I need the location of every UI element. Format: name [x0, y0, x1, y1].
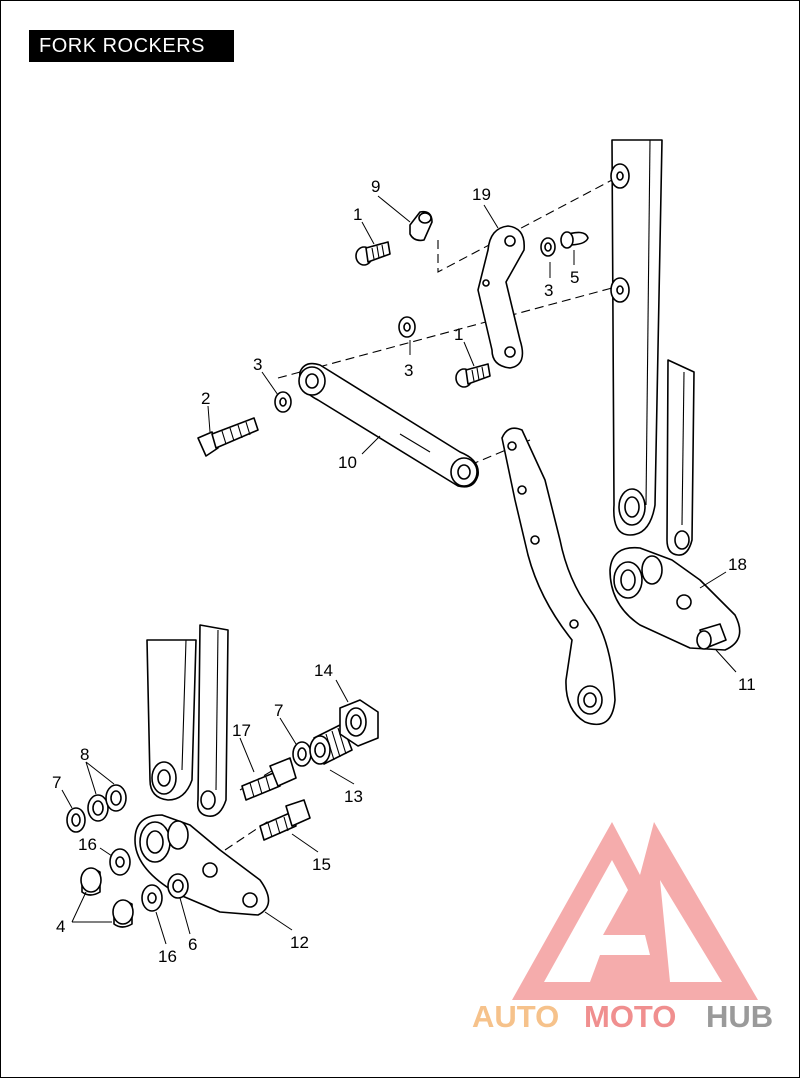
- callout-9: 9: [371, 177, 380, 196]
- callout-14: 14: [314, 661, 333, 680]
- callout-15: 15: [312, 855, 331, 874]
- frame-washers: [610, 163, 630, 303]
- part-10-rod: [298, 362, 479, 488]
- callout-4: 4: [56, 917, 65, 936]
- part-7-washer-left: [66, 807, 86, 833]
- part-3-washer-upper: [540, 237, 556, 257]
- part-15-bolt: [259, 799, 311, 841]
- part-5-acorn-nut: [560, 231, 589, 249]
- callout-1-lower: 1: [454, 325, 463, 344]
- callout-7-left: 7: [52, 773, 61, 792]
- part-6-bushing: [167, 873, 189, 899]
- callout-10: 10: [338, 453, 357, 472]
- part-12-rocker: [134, 814, 270, 916]
- callout-19: 19: [472, 185, 491, 204]
- callout-6: 6: [188, 935, 197, 954]
- watermark-text-hub: HUB: [706, 999, 773, 1034]
- callout-13: 13: [344, 787, 363, 806]
- watermark-text: AUTO MOTO HUB: [472, 999, 773, 1034]
- callout-3-middle: 3: [404, 361, 413, 380]
- part-2-bolt: [197, 417, 259, 457]
- part-8-washers: [87, 784, 127, 822]
- watermark-logo: [512, 822, 758, 1000]
- callout-8: 8: [80, 745, 89, 764]
- part-4-acorn-nut-lower: [112, 899, 134, 928]
- left-frame-tubes: [146, 624, 229, 817]
- part-17-bolt: [241, 757, 297, 801]
- leader-lines: [61, 195, 737, 945]
- part-4-acorn-nut-upper: [80, 867, 102, 896]
- callout-1-upper: 1: [353, 205, 362, 224]
- part-19-bracket: [477, 225, 525, 369]
- part-11-bushing: [696, 623, 727, 650]
- callout-7-middle: 7: [274, 701, 283, 720]
- callout-12: 12: [290, 933, 309, 952]
- part-16-washer-upper: [109, 848, 131, 876]
- callout-3-right: 3: [544, 281, 553, 300]
- callout-3-left: 3: [253, 355, 262, 374]
- callout-16-lower: 16: [158, 947, 177, 966]
- part-3-washer-middle: [398, 316, 416, 338]
- part-3-washer-left: [274, 391, 292, 413]
- watermark-text-moto: MOTO: [584, 999, 676, 1034]
- watermark-text-auto: AUTO: [472, 999, 559, 1034]
- callout-2: 2: [201, 389, 210, 408]
- part-9-clip: [409, 210, 433, 242]
- shift-lever: [501, 427, 616, 726]
- part-18-rocker: [609, 546, 741, 651]
- callout-labels: 1 1 2 3 3 3 4 5 6 7 7 8 9 10 11 12 13 14…: [52, 177, 756, 966]
- callout-18: 18: [728, 555, 747, 574]
- callout-11: 11: [738, 675, 756, 694]
- part-7-washer-middle: [292, 741, 312, 767]
- part-1-bolt-upper: [355, 241, 391, 266]
- callout-5: 5: [570, 268, 579, 287]
- part-14-nut: [339, 699, 379, 747]
- diagram-title: FORK ROCKERS: [29, 30, 234, 62]
- part-16-washer-lower: [141, 884, 163, 912]
- callout-17: 17: [232, 721, 251, 740]
- part-1-bolt-lower: [455, 363, 491, 388]
- right-frame-tubes: [611, 139, 695, 556]
- callout-16-upper: 16: [78, 835, 97, 854]
